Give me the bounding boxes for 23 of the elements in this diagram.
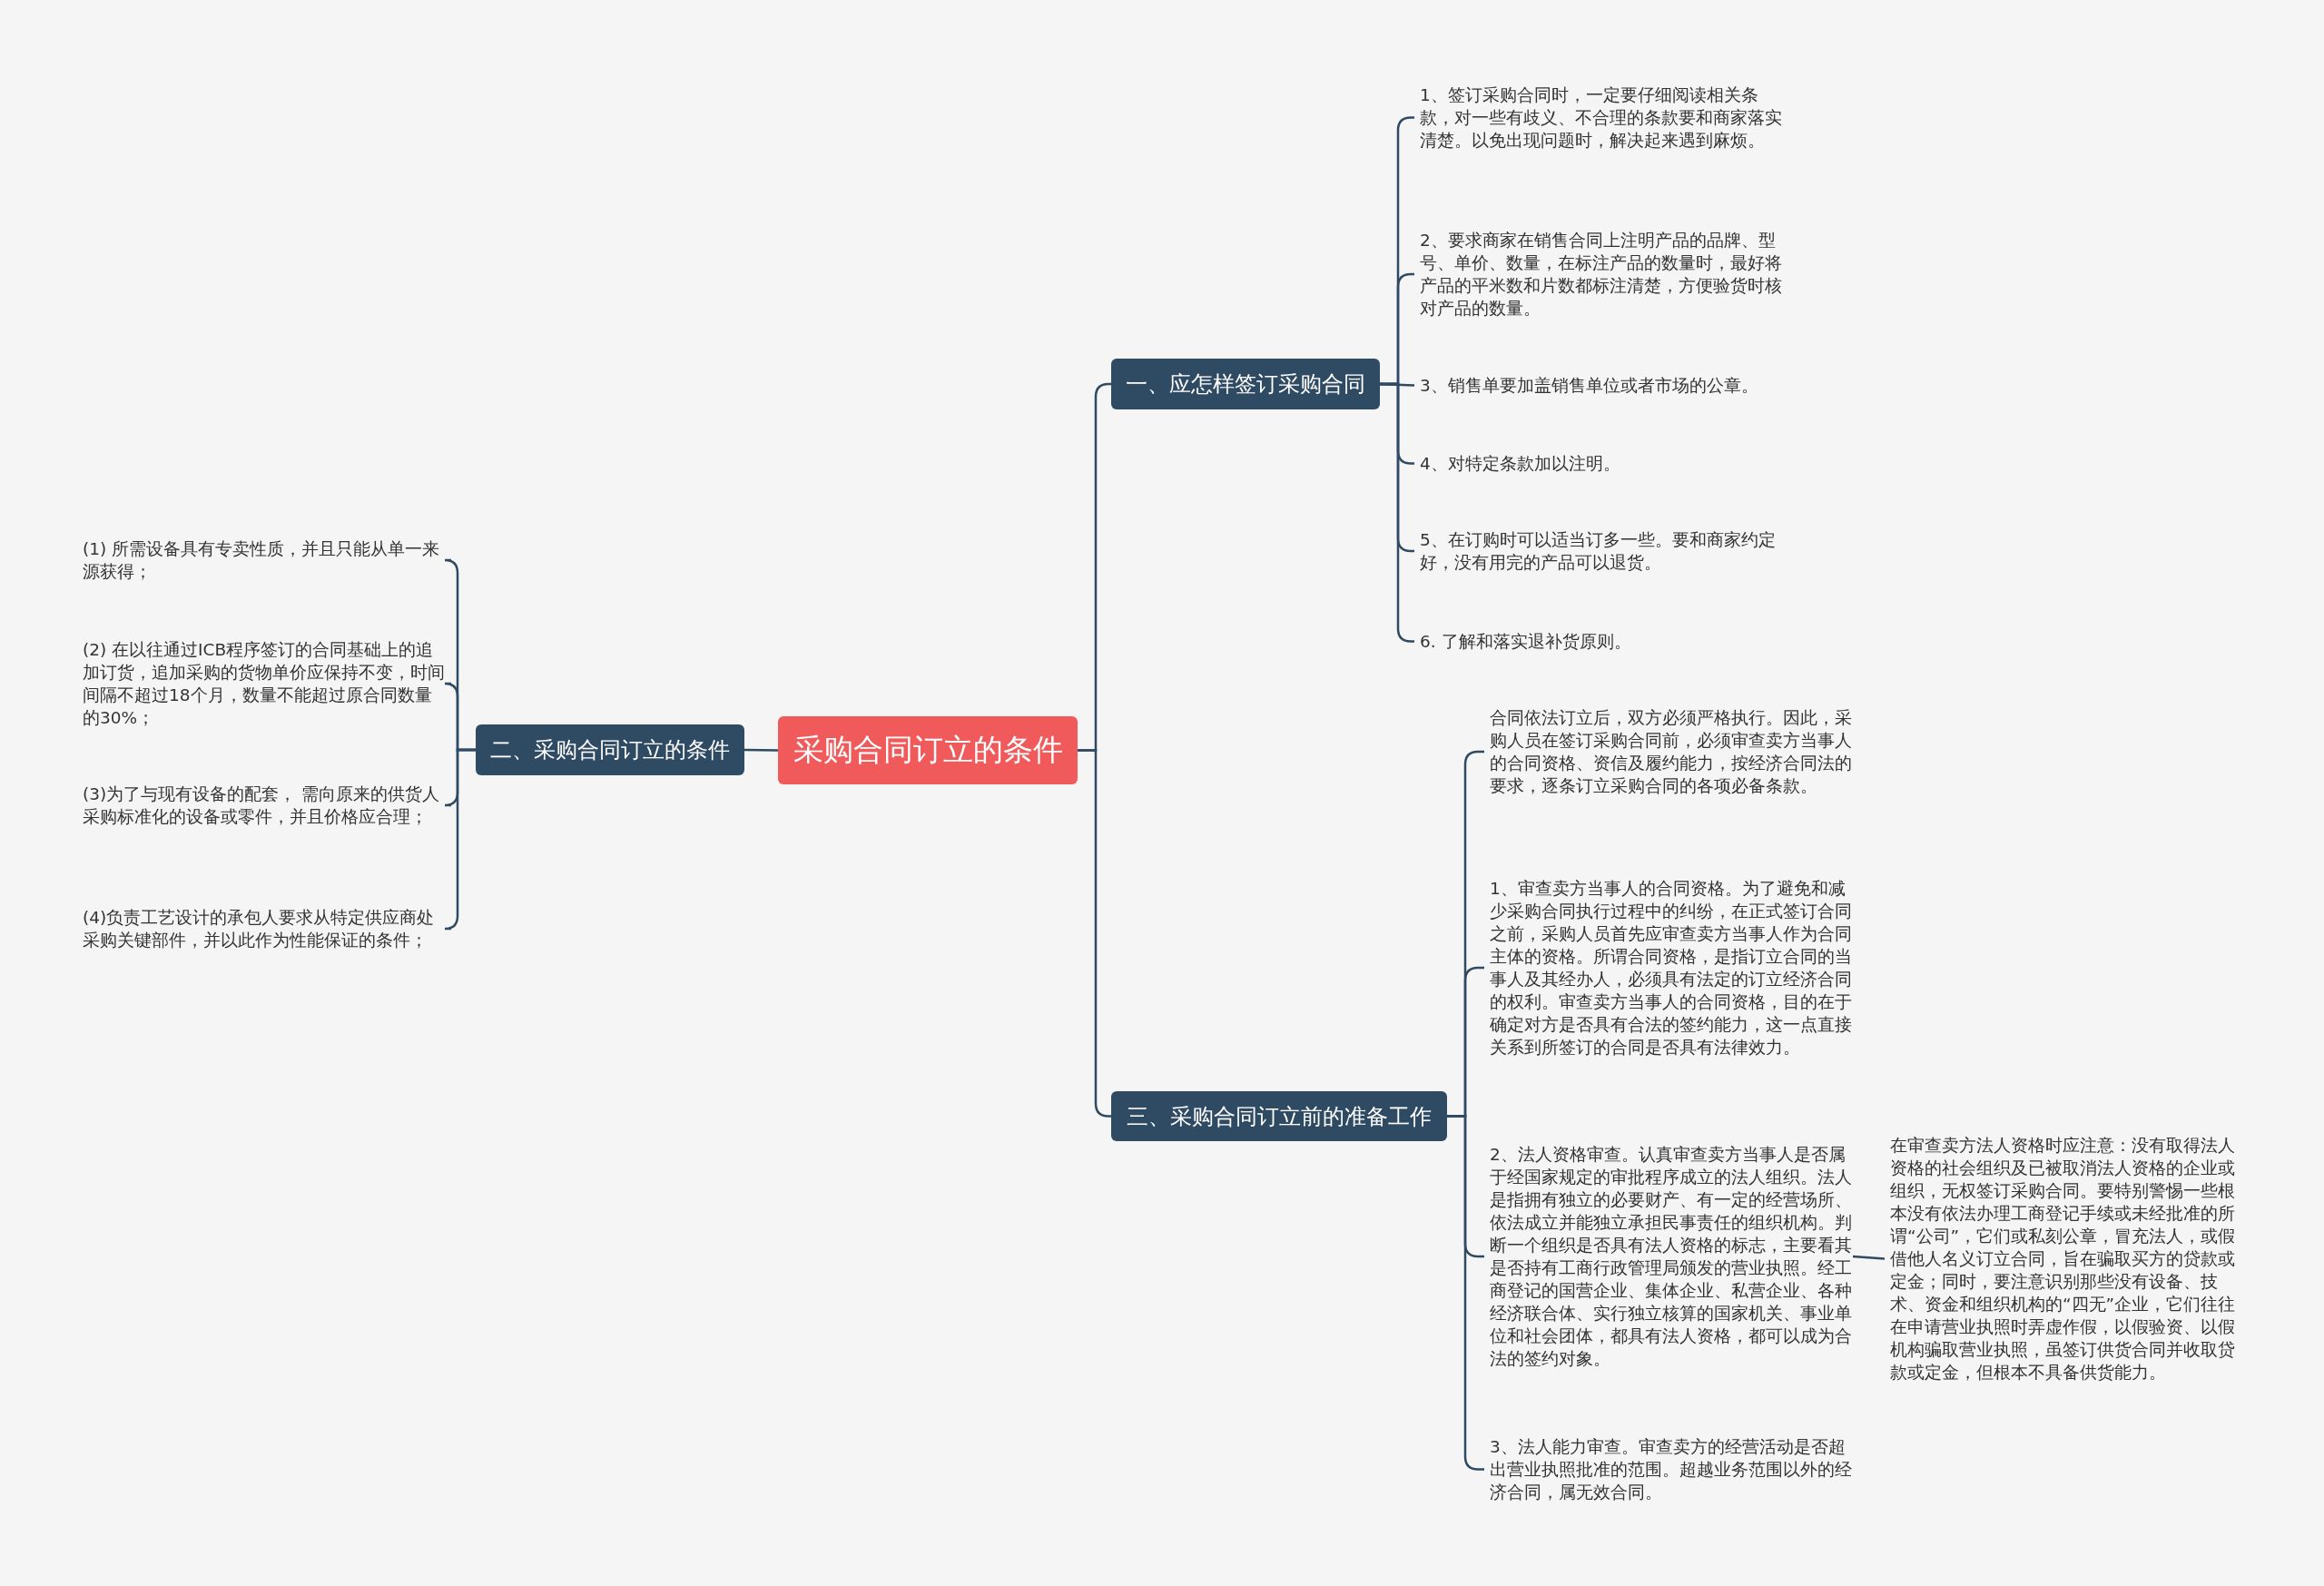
topic-text: (4)负责工艺设计的承包人要求从特定供应商处采购关键部件，并以此作为性能保证的条件； — [83, 906, 446, 951]
topic-text: 2、要求商家在销售合同上注明产品的品牌、型号、单价、数量，在标注产品的数量时，最好将产品的平米数和片数都标注清楚，方便验货时核对产品的数量。 — [1420, 229, 1783, 320]
branch-topic-box: 三、采购合同订立前的准备工作 — [1111, 1091, 1447, 1141]
connector-line — [443, 748, 476, 931]
topic-text: 1、审查卖方当事人的合同资格。为了避免和减少采购合同执行过程中的纠纷，在正式签订合同之前，采购人员首先应审查卖方当事人作为合同主体的资格。所谓合同资格，是指订立合同的当事人及其经办人，必须具有法定的订立经济合同的权利。审查卖方当事人的合同资格，目的在于确定对方是否具有合法的签约能力，这一点直接关系到所签订的合同是否具有法律效力。 — [1490, 877, 1853, 1059]
branch-topic-box: 二、采购合同订立的条件 — [476, 724, 744, 775]
topic-text: 4、对特定条款加以注明。 — [1420, 452, 1783, 475]
topic-text: (2) 在以往通过ICB程序签订的合同基础上的追加订货，追加采购的货物单价应保持不变，时间间隔不超过18个月，数量不能超过原合同数量的30%； — [83, 638, 446, 729]
root-topic-box: 采购合同订立的条件 — [778, 716, 1078, 784]
topic-text: 5、在订购时可以适当订多一些。要和商家约定好，没有用完的产品可以退货。 — [1420, 528, 1783, 574]
connector-line — [744, 748, 778, 752]
branch-topic-box: 一、应怎样签订采购合同 — [1111, 359, 1380, 409]
topic-text: 3、销售单要加盖销售单位或者市场的公章。 — [1420, 374, 1783, 397]
topic-text: 合同依法订立后，双方必须严格执行。因此，采购人员在签订采购合同前，必须审查卖方当事人的合同资格、资信及履约能力，按经济合同法的要求，逐条订立采购合同的各项必备条款。 — [1490, 706, 1853, 797]
connector-line — [1852, 1255, 1886, 1260]
topic-text: (3)为了与现有设备的配套， 需向原来的供货人采购标准化的设备或零件，并且价格应合理； — [83, 783, 446, 828]
topic-text: 6. 了解和落实退补货原则。 — [1420, 630, 1783, 653]
topic-text: (1) 所需设备具有专卖性质，并且只能从单一来源获得； — [83, 537, 446, 583]
topic-text: 2、法人资格审查。认真审查卖方当事人是否属于经国家规定的审批程序成立的法人组织。法人是指拥有独立的必要财产、有一定的经营场所、依法成立并能独立承担民事责任的组织机构。判断一个组织是否具有法人资格的标志，主要看其是否持有工商行政管理局颁发的营业执照。经工商登记的国营企业、集体企业、私营企业、各种经济联合体、实行独立核算的国家机关、事业单位和社会团体，都具有法人资格，都可以成为合法的签约对象。 — [1490, 1143, 1853, 1370]
topic-text: 1、签订采购合同时，一定要仔细阅读相关条款，对一些有歧义、不合理的条款要和商家落实清楚。以免出现问题时，解决起来遇到麻烦。 — [1420, 84, 1783, 152]
topic-text: 在审查卖方法人资格时应注意：没有取得法人资格的社会组织及已被取消法人资格的企业或组织，无权签订采购合同。要特别警惕一些根本没有依法办理工商登记手续或未经批准的所谓“公司”，它们或私刻公章，冒充法人，或假借他人名义订立合同，旨在骗取买方的贷款或定金；同时，要注意识别那些没有设备、技术、资金和组织机构的“四无”企业，它们往往在申请营业执照时弄虚作假，以假验资、以假机构骗取营业执照，虽签订供货合同并收取贷款或定金，但根本不具备供货能力。 — [1890, 1134, 2251, 1384]
connector-line — [1447, 1115, 1484, 1471]
topic-text: 3、法人能力审查。审查卖方的经营活动是否超出营业执照批准的范围。超越业务范围以外的经济合同，属无效合同。 — [1490, 1435, 1853, 1503]
